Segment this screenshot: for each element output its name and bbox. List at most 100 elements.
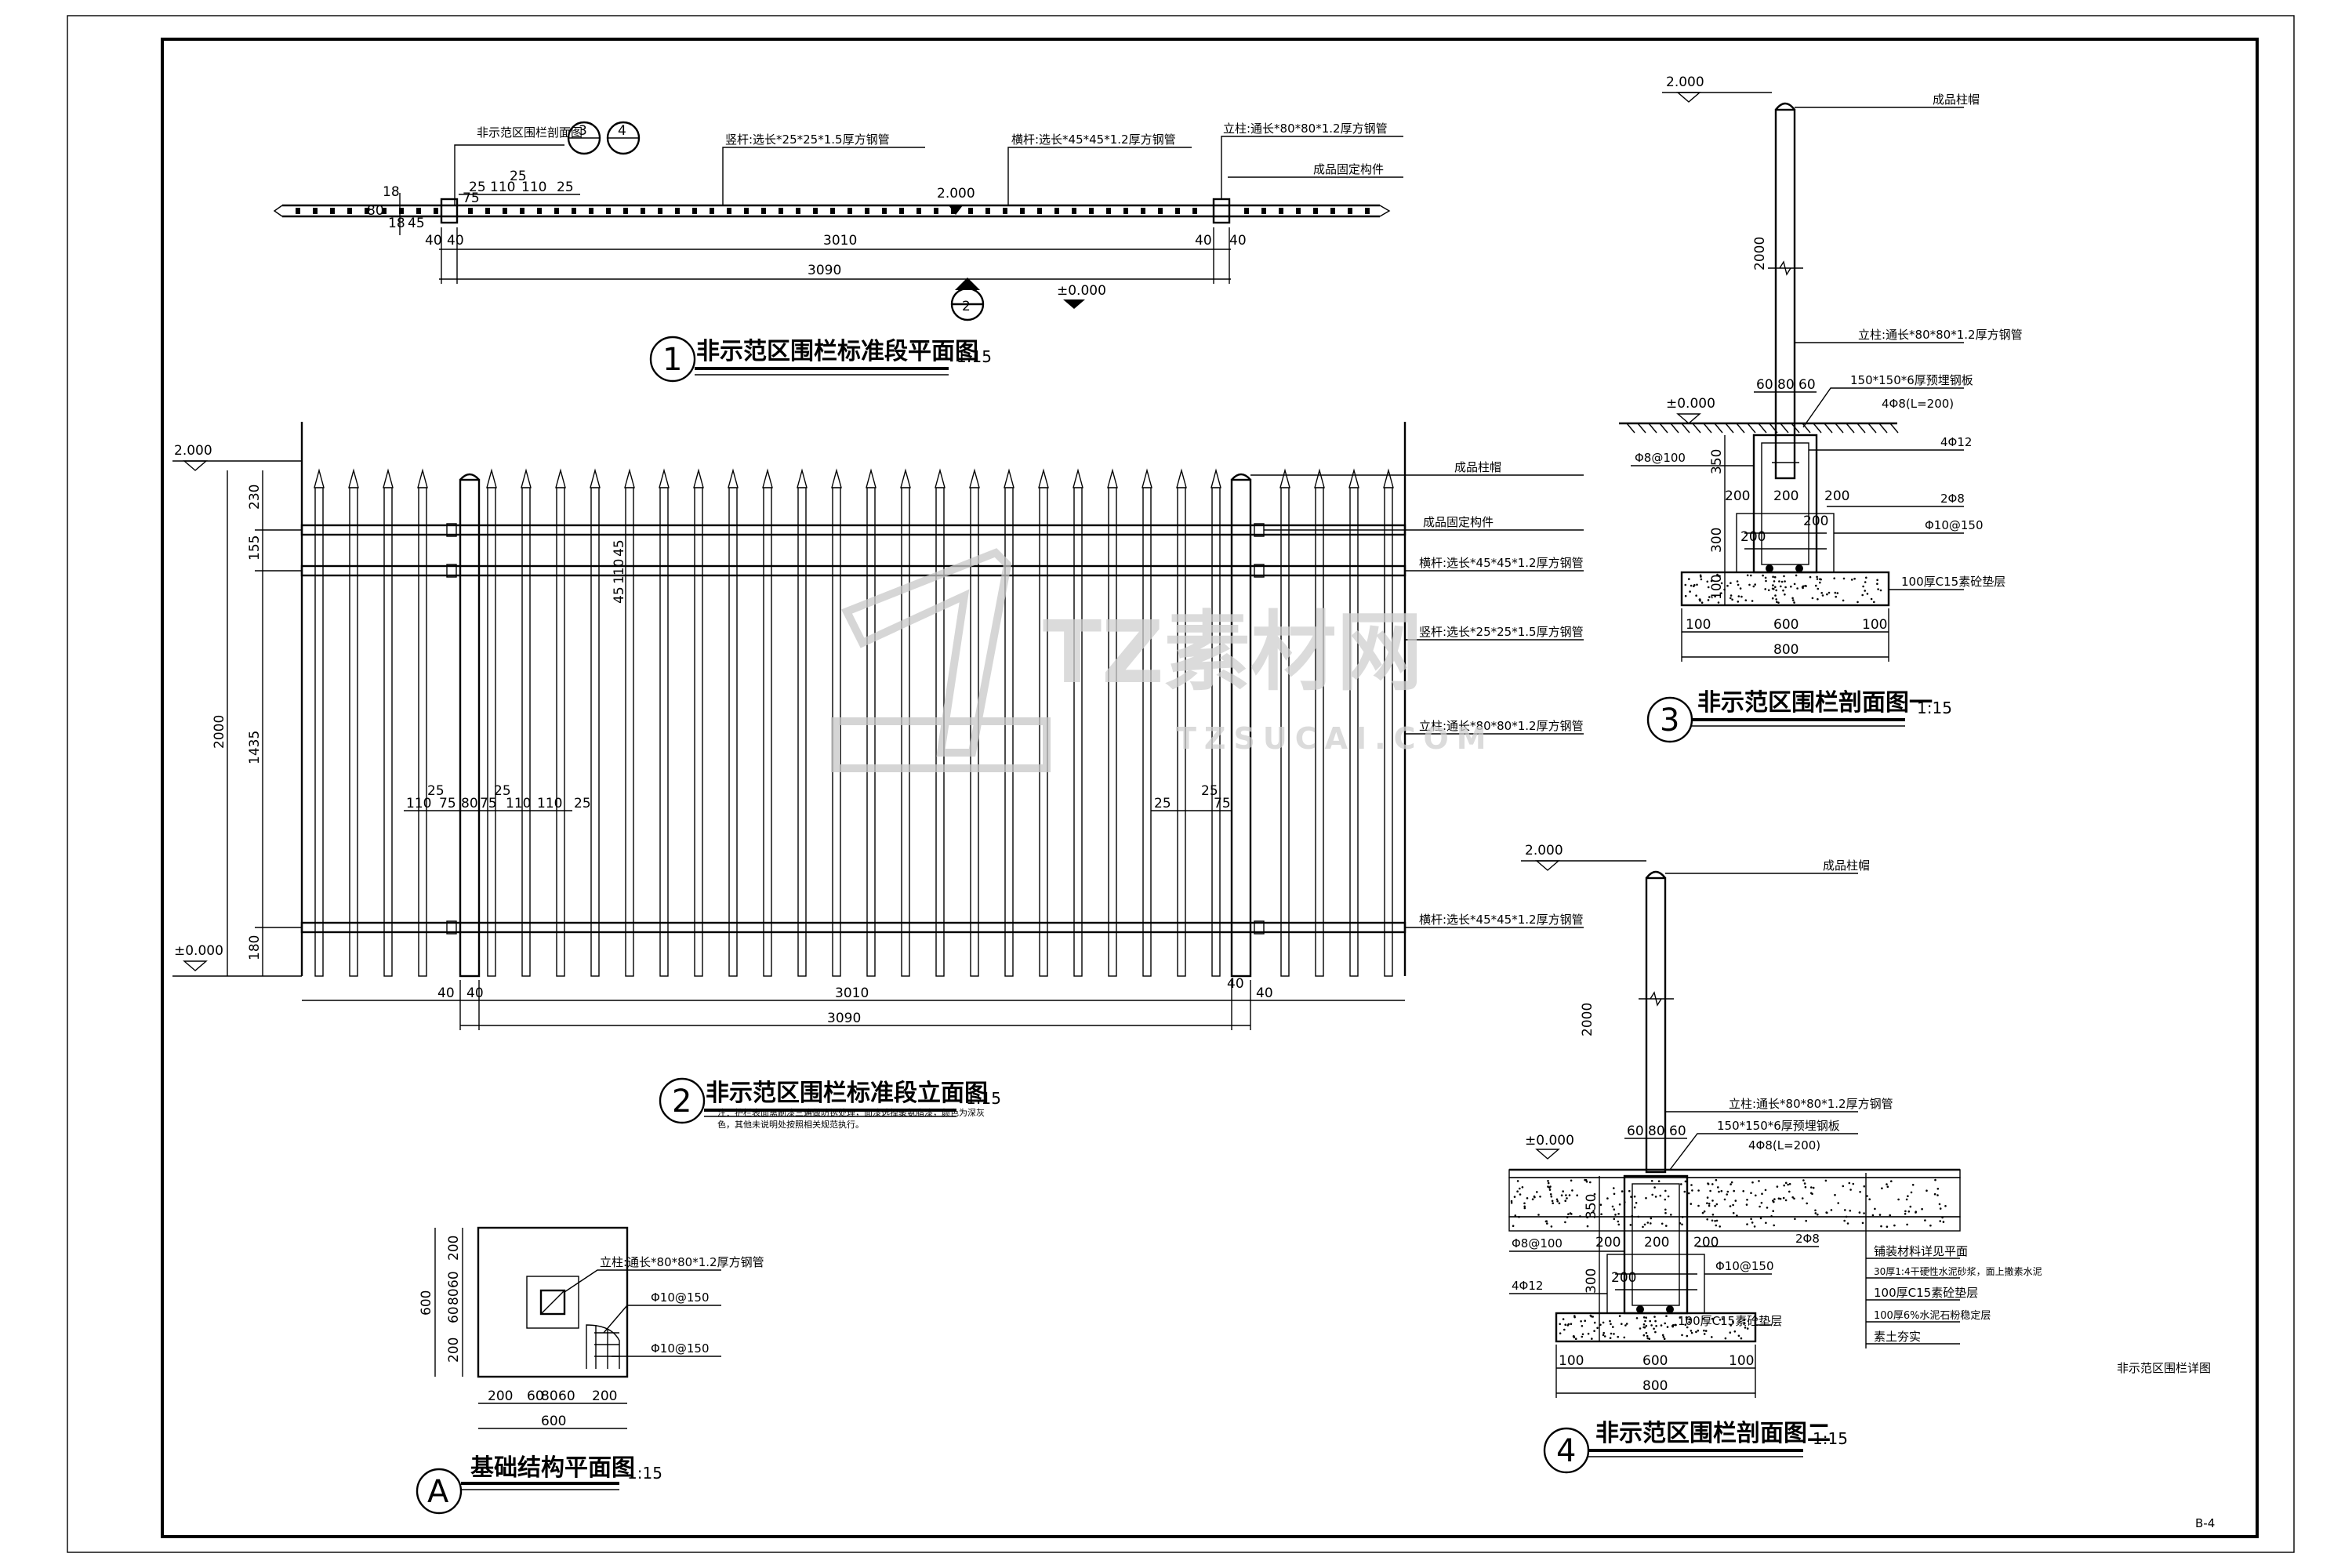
concrete-speckle [1624,1324,1627,1327]
concrete-speckle [1924,1219,1926,1221]
sec1-dim: 60 [1798,377,1816,393]
ground-hatch [1780,423,1789,434]
concrete-speckle [1724,1337,1727,1340]
ground-hatch [1867,423,1877,434]
sec2-note-post: 立柱:通长*80*80*1.2厚方钢管 [1729,1097,1893,1111]
elev-dim: 40 [1256,985,1273,1001]
concrete-speckle [1802,1179,1805,1181]
concrete-speckle [1576,1194,1578,1196]
plan-bar-square [830,208,835,214]
sec1-note-cap: 成品柱帽 [1933,93,1980,107]
plan-bar-square [347,208,352,214]
concrete-speckle [1617,1220,1620,1223]
concrete-speckle [1780,580,1784,583]
concrete-speckle [1574,1338,1577,1340]
concrete-speckle [1546,1222,1548,1225]
concrete-speckle [1719,1319,1722,1321]
concrete-speckle [1793,601,1795,604]
concrete-speckle [1690,584,1693,587]
plan-zero-label: ±0.000 [1057,283,1106,299]
concrete-speckle [1784,593,1786,596]
concrete-speckle [1570,1323,1573,1325]
concrete-speckle [1711,1219,1714,1222]
concrete-speckle [1703,1210,1706,1213]
concrete-speckle [1617,1223,1621,1226]
concrete-speckle [1796,587,1798,590]
concrete-speckle [1846,1222,1849,1225]
plan-bar-square [865,208,869,214]
picket [763,487,772,977]
ground-hatch [1692,423,1701,434]
concrete-speckle [1732,1203,1734,1207]
fdn-note-post: 立柱:通长*80*80*1.2厚方钢管 [600,1255,764,1269]
plan-dim: 25 [469,180,486,195]
concrete-speckle [1643,1223,1646,1226]
concrete-speckle [1746,1199,1748,1201]
sec1-dim: 350 [1709,449,1725,474]
elev-note-hbar2: 横杆:选长*45*45*1.2厚方钢管 [1419,913,1584,927]
picket [349,487,358,977]
plan-dim: 80 [367,203,384,219]
sec1-dim: 60 [1756,377,1773,393]
elev-note-cap: 成品柱帽 [1454,460,1501,474]
concrete-speckle [1602,1334,1605,1337]
sec2-title: 非示范区围栏剖面图二 [1595,1420,1831,1447]
elev-dim: 25 [1154,796,1171,811]
concrete-speckle [1523,1207,1526,1210]
fdn-note-stir: Φ10@150 [651,1290,710,1305]
concrete-speckle [1788,1182,1791,1185]
concrete-speckle [1513,1196,1516,1198]
concrete-speckle [1690,1331,1693,1334]
concrete-speckle [1842,1185,1845,1188]
concrete-speckle [1650,1222,1652,1225]
foundation-plan: 立柱:通长*80*80*1.2厚方钢管 Φ10@150 Φ10@150 200 … [416,1226,764,1515]
sec1-dim: 800 [1773,642,1798,658]
plan-note-vbar: 竖杆:选长*25*25*1.5厚方钢管 [725,132,890,147]
concrete-speckle [1700,578,1703,581]
concrete-speckle [1654,1196,1657,1198]
concrete-speckle [1665,1225,1668,1227]
concrete-speckle [1861,593,1864,597]
concrete-speckle [1721,1318,1724,1320]
concrete-speckle [1730,1324,1732,1327]
ground-hatch [1659,423,1668,434]
concrete-speckle [1581,1335,1584,1338]
concrete-speckle [1544,1220,1548,1223]
sec2-note-layer5: 素土夯实 [1874,1330,1921,1344]
concrete-speckle [1684,594,1687,597]
plan-bar-square [658,208,662,214]
concrete-speckle [1646,1221,1650,1224]
concrete-speckle [1689,1318,1692,1321]
concrete-speckle [1866,593,1869,595]
concrete-speckle [1645,1196,1647,1200]
concrete-speckle [1655,1325,1657,1327]
concrete-speckle [1740,595,1743,598]
concrete-speckle [1563,1328,1566,1331]
concrete-speckle [1523,1202,1526,1205]
concrete-speckle [1621,1323,1623,1325]
plan-dim: 40 [425,233,442,249]
concrete-speckle [1730,597,1732,600]
ground-hatch [1670,423,1679,434]
concrete-speckle [1613,1218,1616,1221]
picket-spear-tip [866,468,877,488]
ground-hatch [1824,423,1833,434]
elev-note-connector: 成品固定构件 [1423,515,1494,529]
concrete-speckle [1650,1324,1653,1327]
concrete-speckle [1690,1203,1693,1205]
concrete-speckle [1611,1205,1614,1208]
plan-dim: 18 [388,216,405,231]
elev-dim: 80 [461,796,478,811]
elev-number: 2 [672,1083,691,1120]
concrete-speckle [1733,1189,1735,1192]
concrete-speckle [1826,593,1828,596]
sec1-note-stir2: Φ10@150 [1925,518,1984,532]
concrete-speckle [1765,1221,1767,1225]
concrete-speckle [1533,1195,1536,1198]
concrete-speckle [1834,591,1837,594]
concrete-speckle [1664,1189,1667,1192]
concrete-speckle [1907,1195,1909,1197]
concrete-speckle [1779,1197,1782,1200]
concrete-speckle [1688,1321,1690,1323]
concrete-speckle [1664,1211,1667,1214]
